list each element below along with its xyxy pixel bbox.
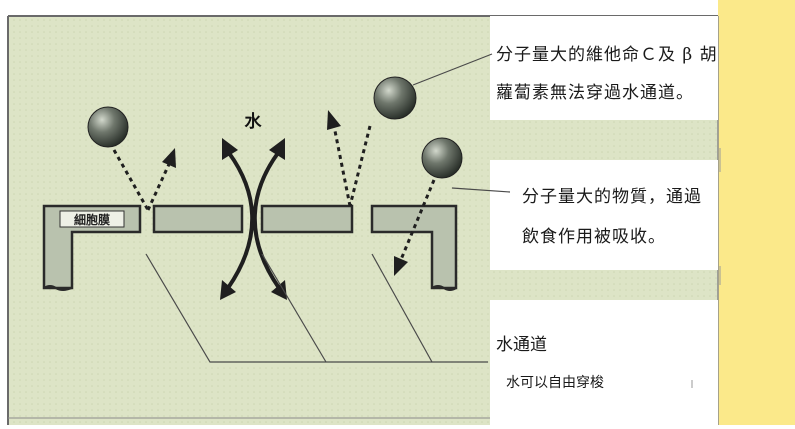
annotation-large-molecules-line2: 蘿蔔素無法穿過水通道。 [496, 83, 694, 103]
annotation-panel-bottom [490, 300, 718, 425]
membrane-label-box [59, 210, 125, 228]
molecules [87, 76, 463, 179]
water-arrowheads [220, 138, 287, 300]
annotation-panel-top [490, 16, 718, 120]
scan-marks [691, 148, 721, 388]
membrane-label: 細胞膜 [74, 212, 110, 227]
annotation-panel-middle [490, 160, 718, 270]
leader-lines [145, 53, 511, 363]
water-arrows [226, 151, 281, 290]
molecule-paths [112, 125, 436, 263]
annotation-channel-title: 水通道 [496, 335, 547, 355]
annotation-endocytosis-line2: 飲食作用被吸收。 [522, 227, 666, 247]
path-arrowheads [162, 110, 408, 276]
water-label: 水 [245, 111, 263, 132]
annotation-channel-desc: 水可以自由穿梭 [506, 375, 604, 391]
annotation-endocytosis-line1: 分子量大的物質，通過 [522, 187, 702, 207]
accent-strip [718, 0, 795, 425]
annotation-large-molecules-line1: 分子量大的維他命Ｃ及 β 胡 [496, 45, 718, 65]
